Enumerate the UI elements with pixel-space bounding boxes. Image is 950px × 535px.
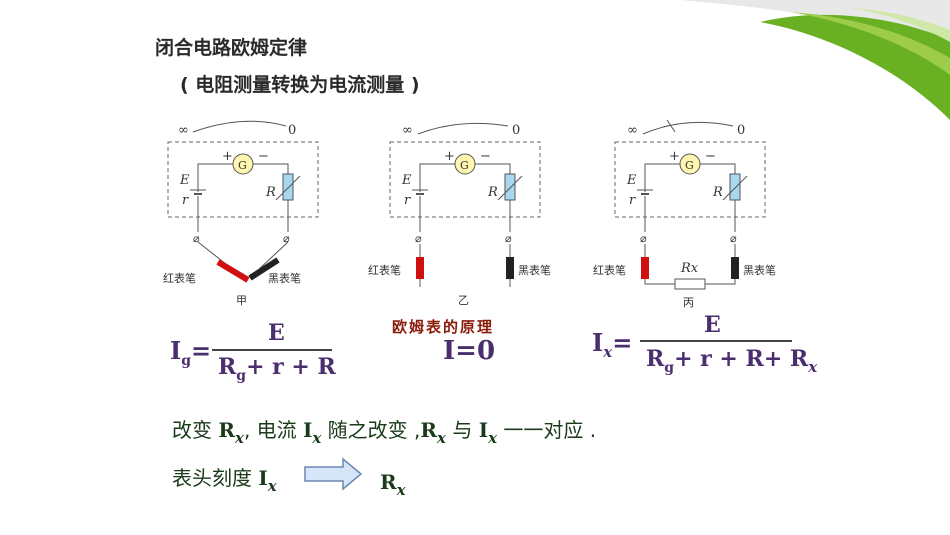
resistor-label: R: [487, 185, 498, 200]
fraction-bar-2: [640, 340, 792, 342]
formula-i-zero: I=0: [443, 336, 496, 366]
fraction-bar-1: [212, 349, 332, 351]
symbol-I: I: [592, 328, 604, 357]
diagram-label-yi: 乙: [458, 294, 469, 307]
minus-sign: −: [258, 149, 269, 164]
subscript-g: g: [181, 353, 192, 369]
equals-sign: =: [612, 328, 633, 357]
emf-label: E: [626, 173, 637, 188]
subscript-x: x: [808, 358, 818, 376]
circuit-diagrams: ∞ 0 G + − E r R ⌀ ⌀ 红表笔 黑表笔: [163, 119, 776, 309]
svg-text:⌀: ⌀: [730, 232, 737, 245]
subscript-x: x: [603, 343, 613, 361]
scale-line: 表头刻度 Ix: [172, 466, 277, 495]
emf-label: E: [179, 173, 190, 188]
zero-mark: 0: [512, 123, 520, 138]
zero-mark: 0: [288, 123, 296, 138]
infinity-mark: ∞: [627, 123, 638, 138]
svg-text:⌀: ⌀: [505, 232, 512, 245]
zero-mark: 0: [737, 123, 745, 138]
red-probe-label: 红表笔: [163, 271, 196, 285]
subscript-g: g: [236, 368, 247, 384]
red-probe-label: 红表笔: [368, 263, 401, 277]
formula-ix-numerator: E: [704, 312, 721, 338]
galvanometer-label: G: [685, 159, 694, 172]
svg-text:⌀: ⌀: [640, 232, 647, 245]
black-probe-label: 黑表笔: [268, 271, 301, 285]
denominator-plus-R: + R: [763, 346, 809, 372]
circuit-jia: ∞ 0 G + − E r R ⌀ ⌀ 红表笔 黑表笔: [163, 120, 319, 307]
formula-ix-lhs: Ix=: [592, 328, 633, 361]
emf-label: E: [401, 173, 412, 188]
symbol-R: R: [646, 346, 665, 372]
right-arrow-icon: [304, 457, 363, 491]
circuit-yi: ∞ 0 G + − E r R ⌀ ⌀ 红: [368, 122, 551, 307]
symbol-I: I: [170, 336, 182, 365]
formula-ix-denominator: Rg+ r + R+ Rx: [646, 346, 817, 376]
formula-ig-denominator: Rg+ r + R: [218, 354, 336, 384]
diagram-label-jia: 甲: [236, 294, 247, 307]
formula-ig-lhs: Ig=: [170, 336, 212, 369]
circuit-bing: ∞ 0 G + − E r R ⌀ ⌀: [593, 119, 776, 309]
galvanometer-label: G: [460, 159, 469, 172]
rx-label: Rx: [680, 261, 699, 276]
subscript-g: g: [664, 360, 675, 376]
internal-r-label: r: [404, 193, 411, 208]
svg-text:⌀: ⌀: [283, 232, 290, 245]
infinity-mark: ∞: [178, 123, 189, 138]
equals-sign: =: [191, 336, 212, 365]
diagram-label-bing: 丙: [683, 296, 694, 309]
symbol-R: R: [218, 354, 237, 380]
galvanometer-label: G: [238, 159, 247, 172]
scale-rx: Rx: [380, 470, 406, 499]
slide-title: 闭合电路欧姆定律: [155, 37, 308, 59]
principle-caption: 欧姆表的原理: [392, 318, 495, 336]
black-probe-label: 黑表笔: [518, 263, 551, 277]
infinity-mark: ∞: [402, 123, 413, 138]
plus-sign: +: [222, 149, 233, 164]
svg-text:⌀: ⌀: [193, 232, 200, 245]
black-probe-label: 黑表笔: [743, 263, 776, 277]
resistor-label: R: [265, 185, 276, 200]
denominator-mid: + r + R: [674, 346, 764, 372]
red-probe-label: 红表笔: [593, 263, 626, 277]
svg-text:⌀: ⌀: [415, 232, 422, 245]
internal-r-label: r: [629, 193, 636, 208]
internal-r-label: r: [182, 193, 189, 208]
plus-sign: +: [444, 149, 455, 164]
plus-sign: +: [669, 149, 680, 164]
statement-line: 改变 Rx, 电流 Ix 随之改变 ,Rx 与 Ix 一一对应 .: [172, 418, 597, 447]
minus-sign: −: [480, 149, 491, 164]
denominator-rest: + r + R: [246, 354, 336, 380]
slide-subtitle: ( 电阻测量转换为电流测量 ): [180, 74, 420, 96]
formula-ig-numerator: E: [268, 320, 285, 346]
resistor-label: R: [712, 185, 723, 200]
minus-sign: −: [705, 149, 716, 164]
corner-decoration: [680, 0, 950, 121]
